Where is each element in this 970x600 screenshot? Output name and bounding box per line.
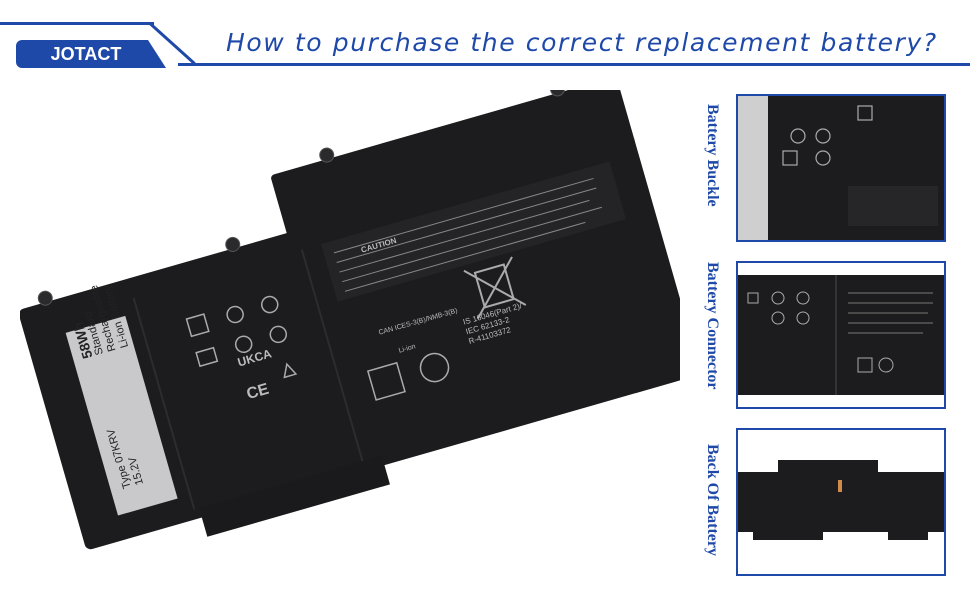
- thumb-label-battery-buckle: Battery Buckle: [704, 104, 721, 207]
- header-rule-left: [0, 22, 154, 25]
- screw-tab: [37, 290, 53, 306]
- screw-tab: [549, 90, 565, 97]
- buckle-image: [738, 96, 944, 240]
- battery-spec-label: [65, 315, 178, 516]
- thumb-battery-connector: [736, 261, 946, 409]
- thumb-label-back-of-battery: Back Of Battery: [704, 444, 721, 556]
- thumb-label-battery-connector: Battery Connector: [704, 262, 721, 390]
- brand-logo: JOTACT: [50, 44, 122, 64]
- brand-tab: [16, 40, 166, 68]
- thumb-back-of-battery: [736, 428, 946, 576]
- page-title: How to purchase the correct replacement …: [226, 28, 938, 57]
- thumb-battery-buckle: [736, 94, 946, 242]
- screw-tab: [225, 236, 241, 252]
- connector-image: [738, 263, 944, 407]
- back-image: [738, 460, 944, 540]
- screw-tab: [319, 147, 335, 163]
- battery-connector-block: [199, 455, 390, 537]
- battery-cell-raised: [271, 90, 635, 242]
- battery-main-image: [20, 90, 680, 550]
- header: JOTACT How to purchase the correct repla…: [0, 0, 970, 80]
- header-rule: [178, 63, 970, 66]
